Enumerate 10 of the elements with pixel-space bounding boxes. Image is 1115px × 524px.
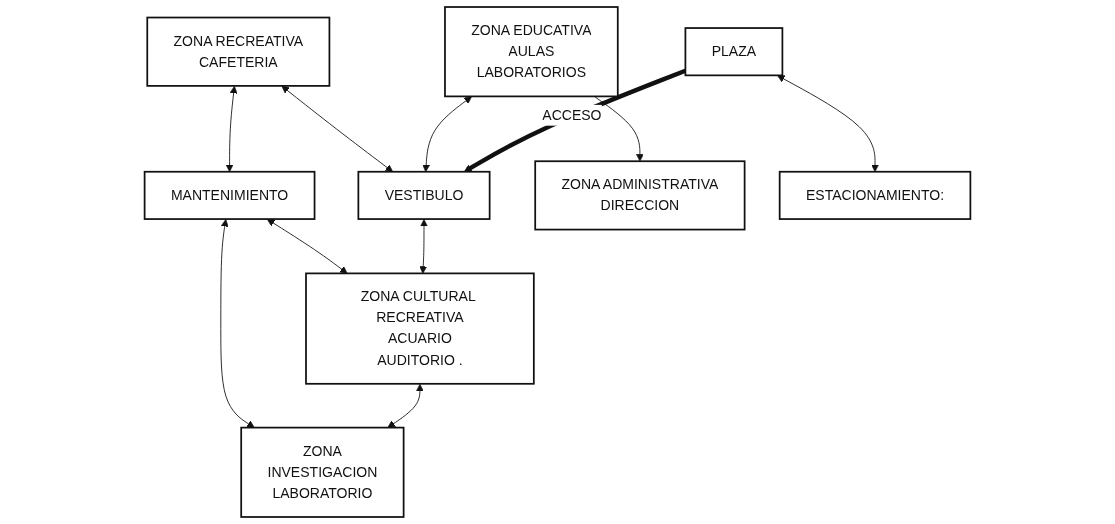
node-box: VESTIBULO [357, 170, 491, 220]
node-box: ZONA INVESTIGACION LABORATORIO [240, 426, 405, 518]
node-box: ZONA RECREATIVA CAFETERIA [146, 16, 331, 87]
edge-label: ACCESO [542, 107, 602, 123]
node-box: PLAZA [684, 27, 784, 77]
node-box: ZONA ADMINISTRATIVA DIRECCION [534, 160, 746, 231]
node-box: ZONA EDUCATIVA AULAS LABORATORIOS [444, 6, 619, 98]
node-box: ZONA CULTURAL RECREATIVA ACUARIO AUDITORIO . [305, 272, 535, 385]
node-box: MANTENIMIENTO [143, 170, 316, 220]
node-box: ESTACIONAMIENTO: [778, 170, 972, 220]
